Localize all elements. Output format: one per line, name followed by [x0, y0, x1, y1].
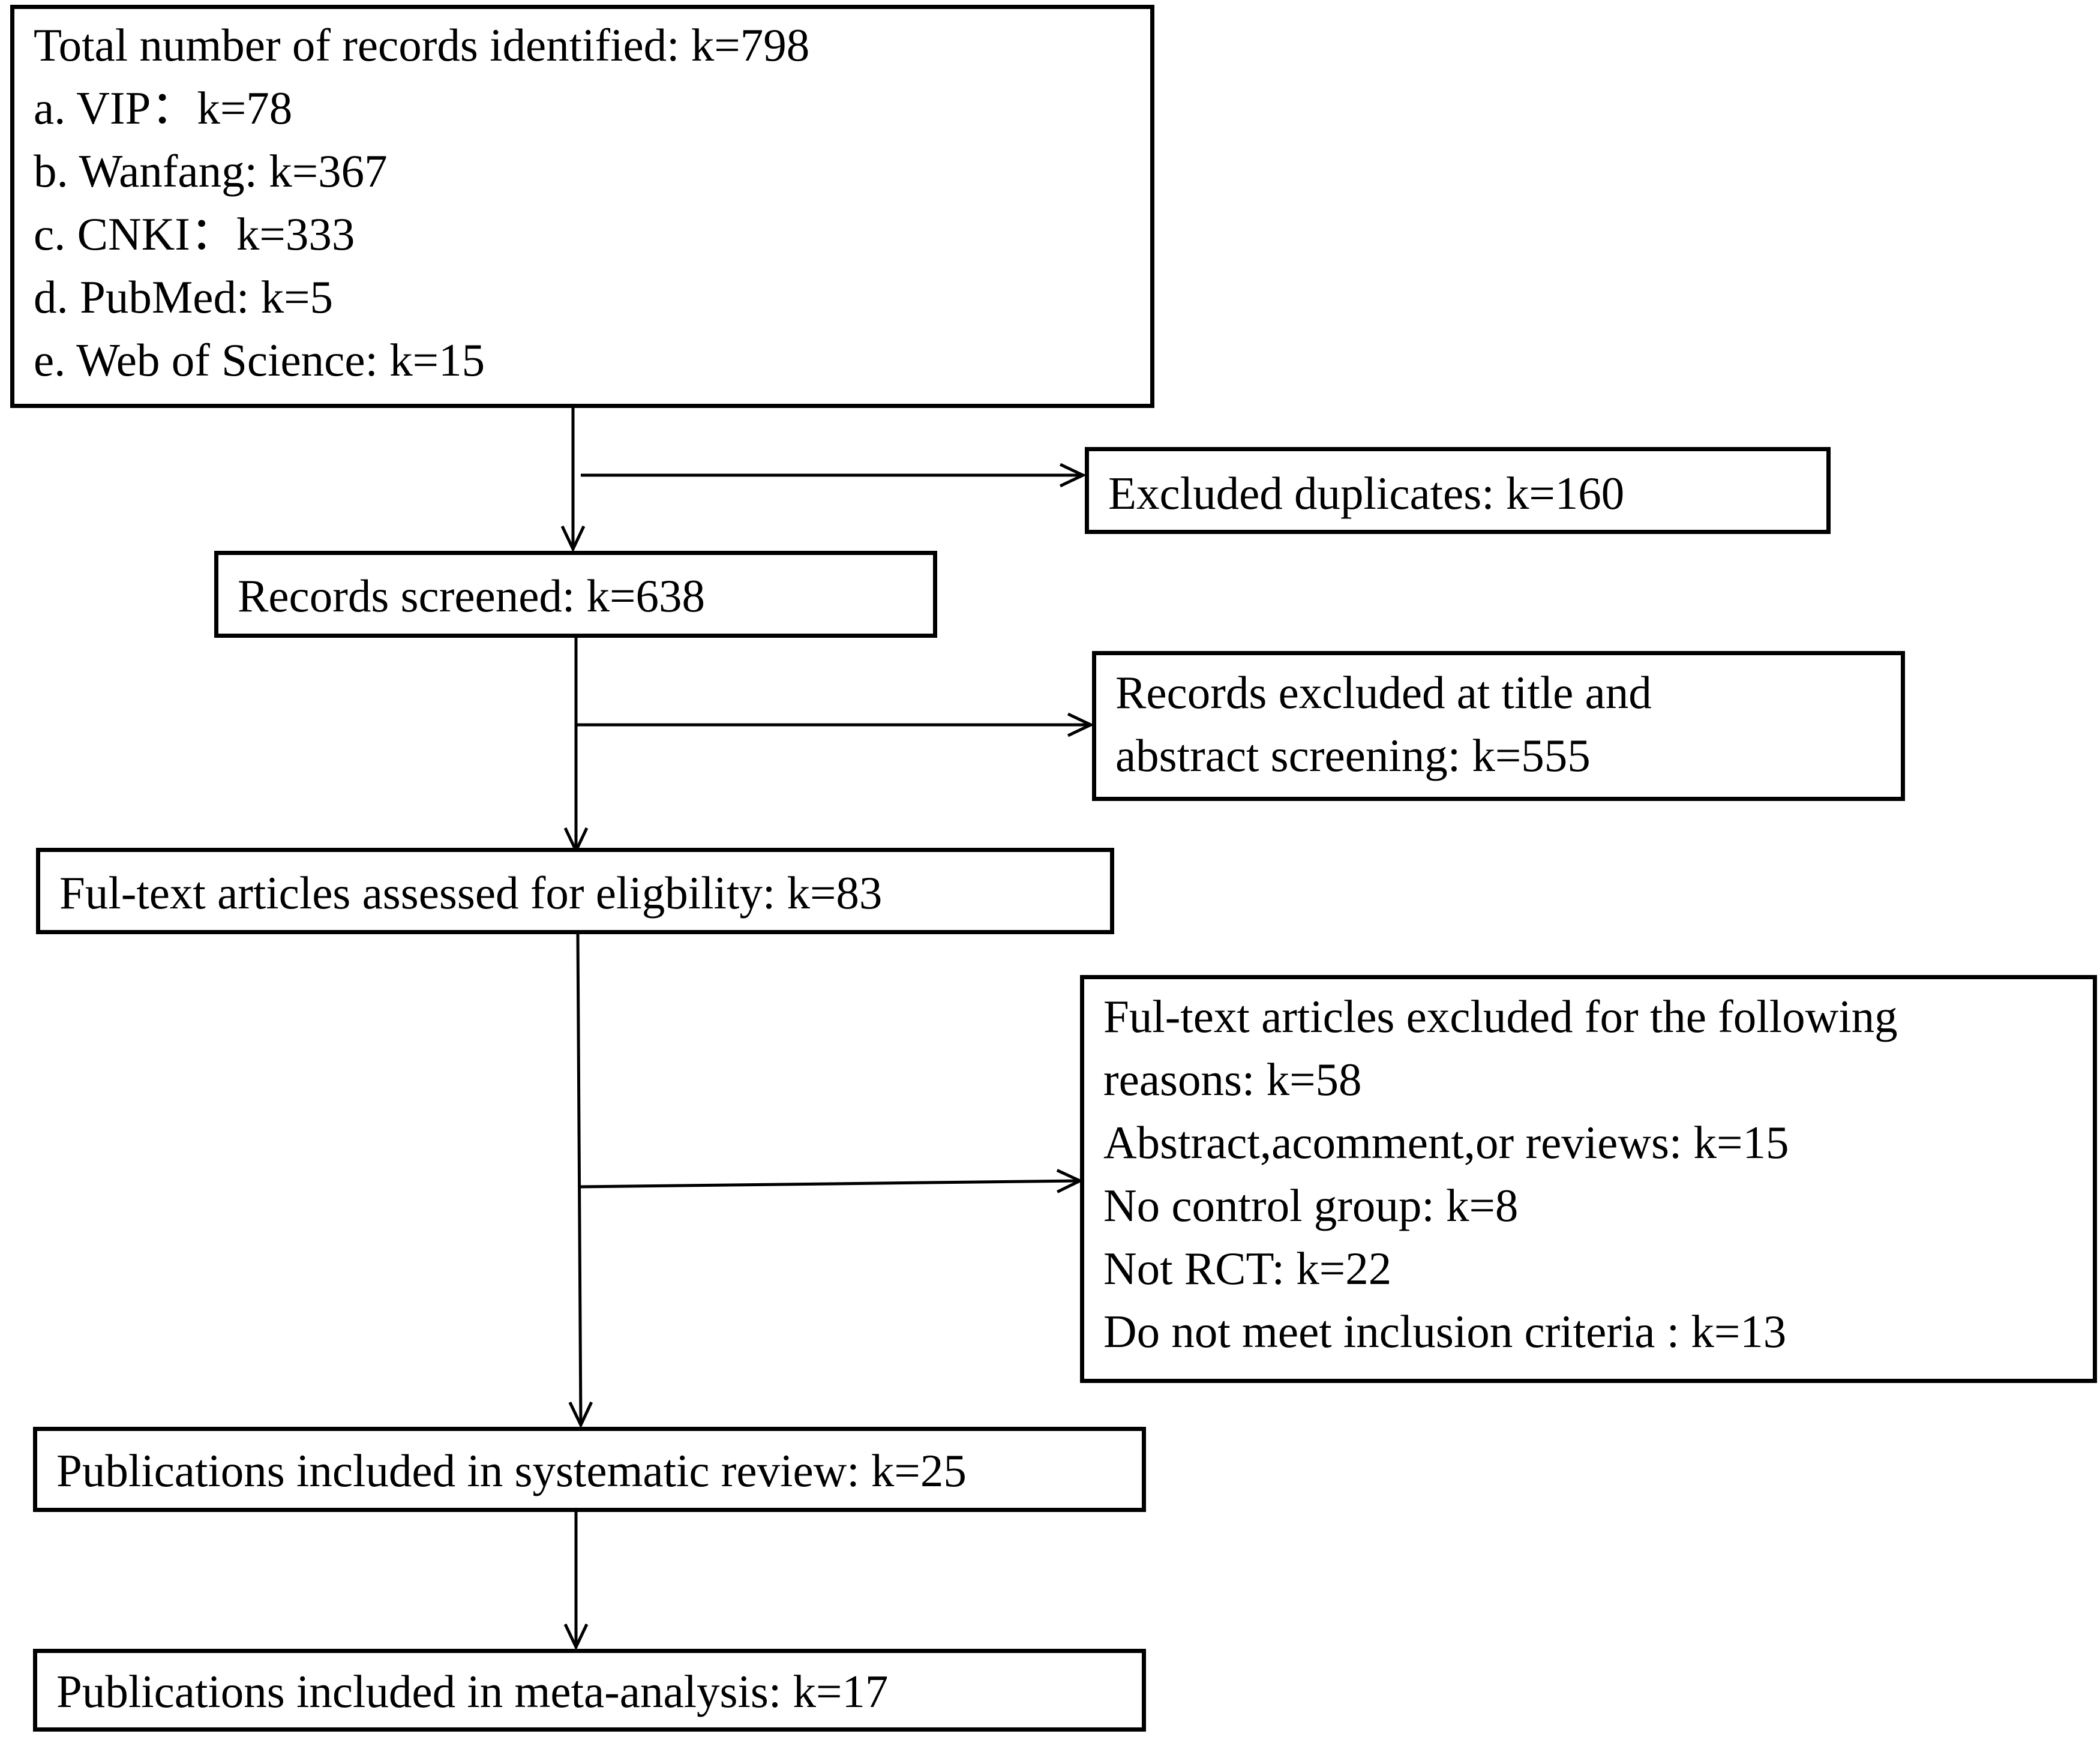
box-line: c. CNKI：k=333 [34, 208, 355, 260]
box-fulltext-excluded: Ful-text articles excluded for the follo… [1080, 975, 2097, 1383]
box-line: Ful-text articles assessed for eligbilit… [59, 867, 883, 919]
box-line: abstract screening: k=555 [1115, 730, 1591, 781]
box-line: reasons: k=58 [1103, 1054, 1362, 1105]
box-line: No control group: k=8 [1103, 1180, 1519, 1231]
box-records-screened: Records screened: k=638 [214, 551, 937, 638]
box-line: Publications included in systematic revi… [56, 1445, 967, 1496]
box-records-identified: Total number of records identified: k=79… [10, 5, 1154, 408]
box-line: Abstract,acomment,or reviews: k=15 [1103, 1117, 1789, 1168]
box-line: e. Web of Science: k=15 [34, 334, 485, 386]
box-fulltext-assessed: Ful-text articles assessed for eligbilit… [36, 848, 1114, 934]
box-excluded-duplicates: Excluded duplicates: k=160 [1085, 447, 1831, 534]
box-excluded-title-abstract: Records excluded at title and abstract s… [1092, 651, 1905, 801]
box-line: Records excluded at title and [1115, 667, 1652, 718]
arrow-to-fulltext-excluded [578, 1181, 1080, 1187]
box-line: Do not meet inclusion criteria : k=13 [1103, 1306, 1787, 1357]
box-line: Total number of records identified: k=79… [34, 19, 810, 71]
box-meta-analysis: Publications included in meta-analysis: … [33, 1649, 1146, 1732]
box-line: Not RCT: k=22 [1103, 1243, 1392, 1294]
box-line: Publications included in meta-analysis: … [56, 1666, 889, 1717]
box-line: b. Wanfang: k=367 [34, 145, 388, 197]
box-line: a. VIP：k=78 [34, 82, 293, 134]
box-line: Ful-text articles excluded for the follo… [1103, 991, 1898, 1042]
box-systematic-review: Publications included in systematic revi… [33, 1427, 1146, 1512]
box-line: Excluded duplicates: k=160 [1108, 467, 1625, 519]
arrow-fulltext-to-review [578, 934, 581, 1425]
box-line: d. PubMed: k=5 [34, 271, 334, 323]
box-line: Records screened: k=638 [238, 570, 705, 622]
